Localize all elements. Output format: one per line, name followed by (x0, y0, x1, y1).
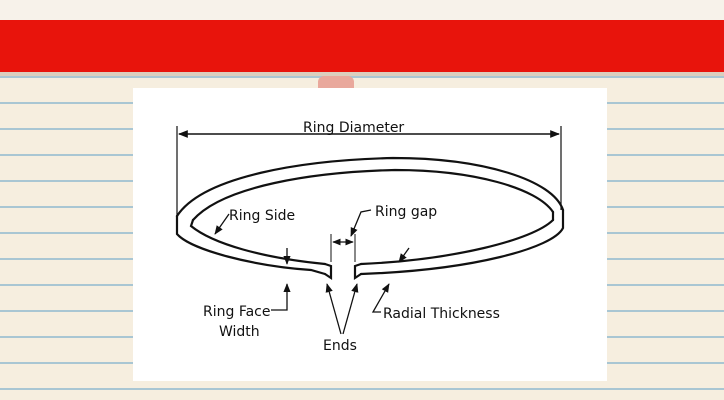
ring-face-leader (271, 283, 291, 311)
ends-leader-right (342, 283, 359, 335)
radial-thickness-top-arrow (398, 247, 410, 263)
ring-body (175, 156, 565, 281)
header-band (0, 20, 724, 72)
radial-thickness-leader (371, 283, 390, 313)
header-shadow (0, 72, 724, 76)
top-strip (0, 0, 724, 20)
piston-ring-diagram: Ring Diameter Ring Side Ring gap (175, 120, 565, 354)
label-ring-gap: Ring gap (375, 204, 437, 220)
label-ends: Ends (323, 338, 357, 354)
ring-gap-leader (350, 209, 372, 237)
label-ring-side: Ring Side (229, 208, 295, 224)
ring-side-leader (214, 213, 230, 235)
piston-ring-figure: Ring Diameter Ring Side Ring gap (133, 88, 607, 381)
ends-leader-left (325, 283, 342, 335)
label-ring-face-width-line1: Ring Face (203, 304, 270, 320)
label-ring-face-width-line2: Width (219, 324, 260, 340)
label-ring-diameter: Ring Diameter (303, 120, 404, 136)
label-radial-thickness: Radial Thickness (383, 306, 500, 322)
